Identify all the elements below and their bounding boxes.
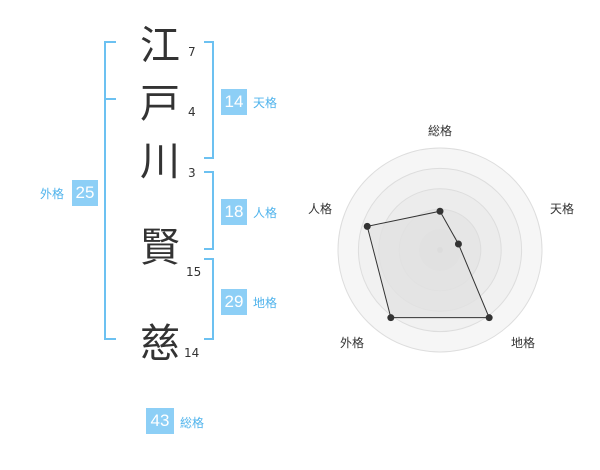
gaikaku-bracket-top-tick <box>104 41 116 43</box>
stroke-count-2: 4 <box>188 105 196 119</box>
chikaku-label: 地格 <box>253 296 278 310</box>
jinkaku-value-box: 18 <box>221 199 247 225</box>
jinkaku-bracket-line <box>212 171 214 250</box>
jinkaku-bracket-top-tick <box>204 171 214 173</box>
name-char-3: 川 <box>140 139 180 185</box>
stroke-count-1: 7 <box>188 45 196 59</box>
tenkaku-bracket-line <box>212 41 214 159</box>
soukaku-value-box: 43 <box>146 408 174 434</box>
jinkaku-label: 人格 <box>253 206 278 220</box>
gaikaku-bracket-bottom-tick <box>104 338 116 340</box>
radar-point-1 <box>436 207 444 215</box>
chikaku-value-box: 29 <box>221 289 247 315</box>
chikaku-bracket-bottom-tick <box>204 338 214 340</box>
name-char-4: 賢 <box>140 225 180 271</box>
chikaku-bracket-line <box>212 258 214 340</box>
gaikaku-label: 外格 <box>40 187 65 201</box>
radar-axis-label-jinkaku: 人格 <box>308 202 333 216</box>
stroke-count-4: 15 <box>186 265 202 279</box>
gaikaku-bracket-mid-tick <box>104 98 116 100</box>
gaikaku-bracket-line <box>104 41 106 340</box>
radar-value-polygon <box>366 210 490 319</box>
jinkaku-bracket-bottom-tick <box>204 248 214 250</box>
soukaku-label: 総格 <box>180 416 205 430</box>
name-char-2: 戸 <box>140 81 180 127</box>
tenkaku-label: 天格 <box>253 96 278 110</box>
chikaku-bracket-top-tick <box>204 258 214 260</box>
radar-point-4 <box>387 314 395 322</box>
stroke-count-3: 3 <box>188 166 196 180</box>
radar-axis-label-tenkaku: 天格 <box>550 202 575 216</box>
tenkaku-bracket-top-tick <box>204 41 214 43</box>
radar-point-2 <box>454 240 462 248</box>
radar-axis-label-chikaku: 地格 <box>511 336 536 350</box>
gaikaku-value-box: 25 <box>72 180 98 206</box>
radar-point-5 <box>363 222 371 230</box>
radar-axis-label-soukaku: 総格 <box>428 124 453 138</box>
radar-point-3 <box>485 314 493 322</box>
name-char-1: 江 <box>140 23 180 69</box>
name-char-5: 慈 <box>140 321 180 367</box>
tenkaku-bracket-bottom-tick <box>204 157 214 159</box>
stroke-count-5: 14 <box>184 346 200 360</box>
tenkaku-value-box: 14 <box>221 89 247 115</box>
radar-axis-label-gaikaku: 外格 <box>340 336 365 350</box>
